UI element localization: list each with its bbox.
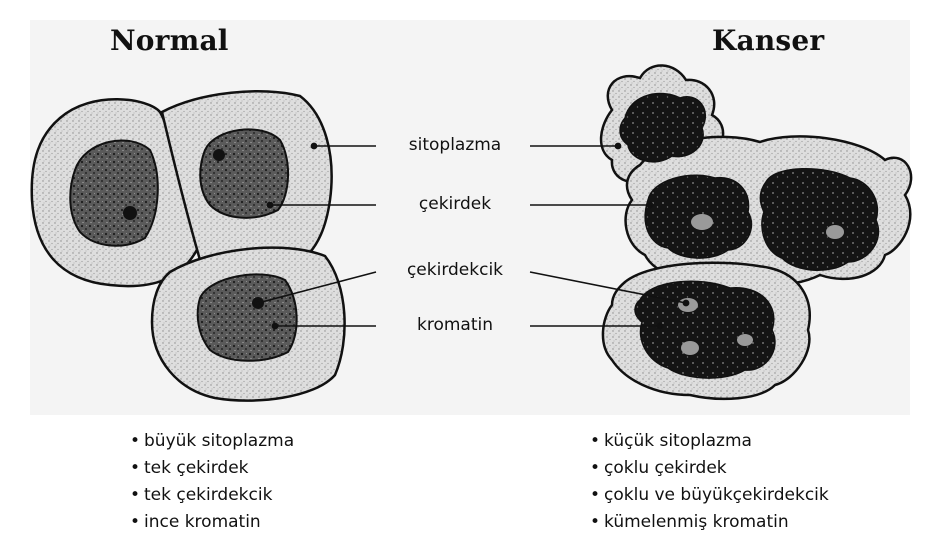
label-nucleolus: çekirdekcik bbox=[375, 260, 535, 280]
cancer-nucleus-middle-right bbox=[760, 169, 878, 271]
cancer-nucleolus-bottom-2 bbox=[681, 341, 699, 355]
label-cytoplasm: sitoplazma bbox=[375, 135, 535, 155]
cancer-feature-item: küçük sitoplazma bbox=[590, 428, 829, 455]
normal-feature-item: tek çekirdek bbox=[130, 455, 294, 482]
cancer-nucleolus-right bbox=[826, 225, 844, 239]
normal-nucleus-left bbox=[70, 140, 158, 245]
leader-chromatin-cancer-dot bbox=[657, 323, 662, 328]
normal-nucleolus-right bbox=[213, 149, 225, 161]
cancer-feature-item: kümelenmiş kromatin bbox=[590, 509, 829, 536]
cancer-nucleus-top bbox=[620, 94, 705, 162]
cancer-feature-item: çoklu çekirdek bbox=[590, 455, 829, 482]
cancer-feature-item: çoklu ve büyükçekirdekcik bbox=[590, 482, 829, 509]
leader-nucleolus-cancer-dot bbox=[683, 300, 688, 305]
normal-nucleolus-left bbox=[123, 206, 137, 220]
cancer-nucleolus-bottom-3 bbox=[737, 334, 753, 346]
leader-cytoplasm-normal-dot bbox=[311, 143, 316, 148]
cancer-nucleolus-middle bbox=[691, 214, 713, 230]
normal-feature-item: ince kromatin bbox=[130, 509, 294, 536]
normal-feature-item: büyük sitoplazma bbox=[130, 428, 294, 455]
leader-nucleus-normal-dot bbox=[267, 202, 272, 207]
normal-nucleus-bottom bbox=[198, 274, 297, 360]
label-chromatin: kromatin bbox=[375, 315, 535, 335]
leader-chromatin-normal-dot bbox=[272, 323, 277, 328]
normal-feature-item: tek çekirdekcik bbox=[130, 482, 294, 509]
leader-nucleolus-normal-dot bbox=[255, 300, 260, 305]
label-nucleus: çekirdek bbox=[375, 194, 535, 214]
cancer-features-list: küçük sitoplazma çoklu çekirdek çoklu ve… bbox=[590, 428, 829, 536]
leader-nucleus-cancer-dot bbox=[647, 202, 652, 207]
leader-cytoplasm-cancer-dot bbox=[615, 143, 620, 148]
heading-normal: Normal bbox=[110, 24, 229, 57]
normal-features-list: büyük sitoplazma tek çekirdek tek çekird… bbox=[130, 428, 294, 536]
heading-cancer: Kanser bbox=[712, 24, 824, 57]
